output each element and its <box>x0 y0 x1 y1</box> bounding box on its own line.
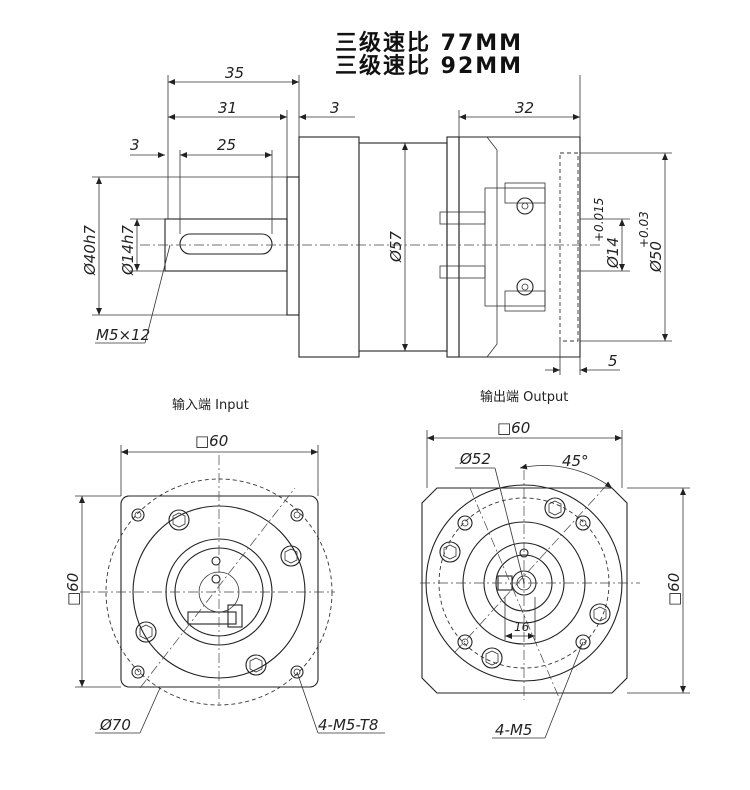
side-view: 35 31 3 32 3 25 Ø40h7 Ø14h7 M5×12 <box>81 64 672 375</box>
dim-phi57: Ø57 <box>387 231 405 263</box>
input-square-flange <box>120 495 319 688</box>
keyway <box>179 233 273 255</box>
input-label: 输入端 Input <box>172 397 249 413</box>
output-dim-16: 16 <box>514 620 530 634</box>
dim-31: 31 <box>218 99 237 117</box>
dim-phi14: Ø14 <box>604 237 622 269</box>
dim-phi50: Ø50 <box>647 241 665 273</box>
dim-phi14-tol: +0.015 <box>592 198 606 242</box>
dim-32: 32 <box>515 99 534 117</box>
dim-35: 35 <box>225 64 244 82</box>
housing-step <box>446 136 460 358</box>
output-dim-phi52: Ø52 <box>459 450 491 468</box>
dim-phi40h7: Ø40h7 <box>81 225 99 276</box>
output-dim-sq60-side: □60 <box>665 573 683 606</box>
dim-3-flange: 3 <box>330 99 340 117</box>
dim-phi50-tol: +0.03 <box>637 211 651 248</box>
output-housing <box>458 136 581 358</box>
input-dim-sq60-side: □60 <box>64 573 82 606</box>
title-line-2: 三级速比 92MM <box>335 53 523 79</box>
input-dim-sq60-top: □60 <box>195 432 228 450</box>
input-dim-phi70: Ø70 <box>99 716 131 734</box>
output-view: □60 □60 Ø52 45° 16 4-M5 <box>420 419 690 739</box>
dim-3-shaft: 3 <box>130 136 140 154</box>
dim-m5x12: M5×12 <box>96 326 150 344</box>
pilot-ring <box>286 176 300 316</box>
dim-5: 5 <box>608 352 618 370</box>
input-dim-m5-t8: 4-M5-T8 <box>318 716 378 734</box>
input-flange <box>298 136 360 358</box>
title-line-1: 三级速比 77MM <box>335 30 523 56</box>
output-square-flange <box>421 487 628 694</box>
output-dim-45deg: 45° <box>562 452 589 470</box>
dim-25: 25 <box>217 136 236 154</box>
output-label: 输出端 Output <box>480 389 568 405</box>
output-dim-sq60-top: □60 <box>497 419 530 437</box>
output-dim-m5: 4-M5 <box>495 721 532 739</box>
input-view: □60 □60 Ø70 4-M5-T8 <box>64 432 385 734</box>
dim-phi14h7: Ø14h7 <box>119 225 137 276</box>
